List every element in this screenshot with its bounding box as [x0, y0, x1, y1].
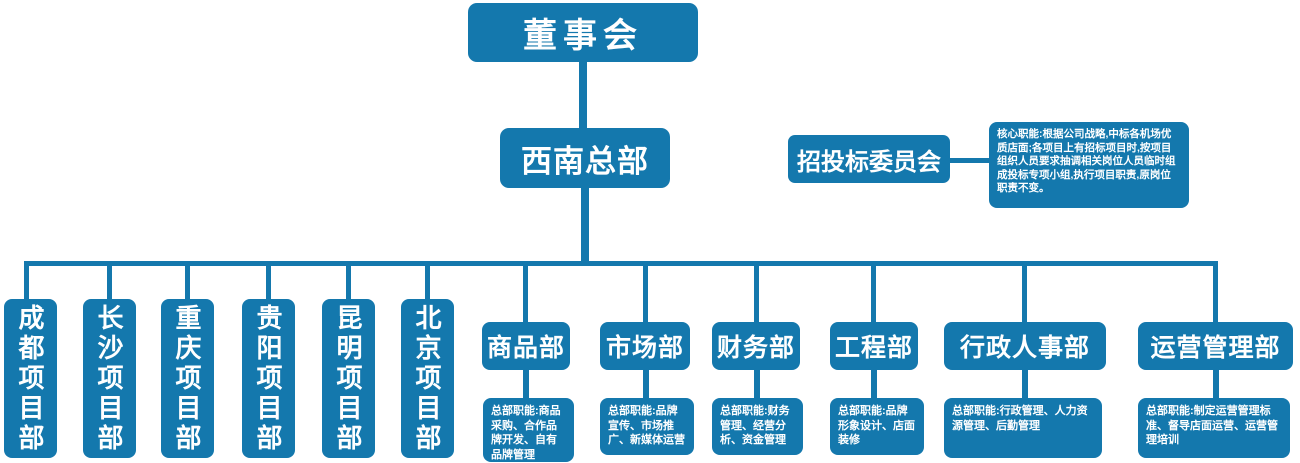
connector-dept-note-3 — [871, 370, 877, 398]
connector-drop-dept-0 — [523, 264, 528, 322]
connector-dept-note-2 — [754, 370, 760, 398]
node-project-chongqing: 重庆项目部 — [161, 299, 214, 458]
connector-dept-note-0 — [523, 370, 529, 398]
node-project-changsha: 长沙项目部 — [83, 299, 136, 458]
note-dept-engineering: 总部职能:品牌形象设计、店面装修 — [830, 398, 924, 455]
node-project-label: 重庆项目部 — [172, 303, 202, 454]
node-dept-finance: 财务部 — [712, 322, 800, 370]
node-dept-marketing: 市场部 — [600, 322, 690, 370]
connector-drop-project-1 — [107, 264, 112, 299]
connector-dept-note-1 — [643, 370, 649, 398]
node-dept-engineering: 工程部 — [830, 322, 918, 370]
note-dept-finance: 总部职能:财务管理、经营分析、资金管理 — [712, 398, 803, 455]
node-board-of-directors: 董事会 — [468, 3, 698, 62]
node-bidding-committee: 招投标委员会 — [788, 135, 950, 183]
node-project-label: 成都项目部 — [15, 303, 45, 454]
node-project-chengdu: 成都项目部 — [4, 299, 57, 458]
connector-dept-note-5 — [1213, 370, 1219, 398]
note-dept-operations: 总部职能:制定运营管理标准、督导店面运营、运营管理培训 — [1138, 398, 1290, 458]
connector-drop-dept-5 — [1213, 264, 1218, 322]
node-project-label: 北京项目部 — [412, 303, 442, 454]
node-project-label: 贵阳项目部 — [253, 303, 283, 454]
connector-drop-dept-4 — [1022, 264, 1027, 322]
connector-drop-project-3 — [266, 264, 271, 299]
connector-root-hq — [579, 62, 587, 128]
node-project-label: 昆明项目部 — [333, 303, 363, 454]
note-bidding-committee: 核心职能:根据公司战略,中标各机场优质店面;各项目上有招标项目时,按项目组织人员… — [989, 122, 1189, 208]
node-dept-admin-hr: 行政人事部 — [944, 322, 1106, 370]
connector-drop-dept-3 — [871, 264, 876, 322]
node-project-guiyang: 贵阳项目部 — [242, 299, 295, 458]
node-project-beijing: 北京项目部 — [401, 299, 454, 458]
connector-drop-project-5 — [425, 264, 430, 299]
node-dept-operations: 运营管理部 — [1138, 322, 1293, 370]
connector-drop-dept-2 — [754, 264, 759, 322]
node-project-kunming: 昆明项目部 — [322, 299, 375, 458]
note-dept-merchandise: 总部职能:商品采购、合作品牌开发、自有品牌管理 — [483, 398, 574, 462]
connector-drop-project-2 — [185, 264, 190, 299]
connector-bus — [24, 261, 1218, 266]
node-project-label: 长沙项目部 — [94, 303, 124, 454]
connector-committee-note — [950, 158, 990, 163]
connector-drop-project-0 — [24, 264, 29, 299]
connector-dept-note-4 — [1022, 370, 1028, 398]
node-dept-merchandise: 商品部 — [482, 322, 570, 370]
connector-drop-project-4 — [346, 264, 351, 299]
note-dept-marketing: 总部职能:品牌宣传、市场推广、新媒体运营 — [600, 398, 694, 455]
node-southwest-headquarters: 西南总部 — [500, 128, 670, 188]
connector-hq-bus — [581, 188, 589, 266]
connector-drop-dept-1 — [643, 264, 648, 322]
note-dept-admin-hr: 总部职能:行政管理、人力资源管理、后勤管理 — [944, 398, 1102, 458]
